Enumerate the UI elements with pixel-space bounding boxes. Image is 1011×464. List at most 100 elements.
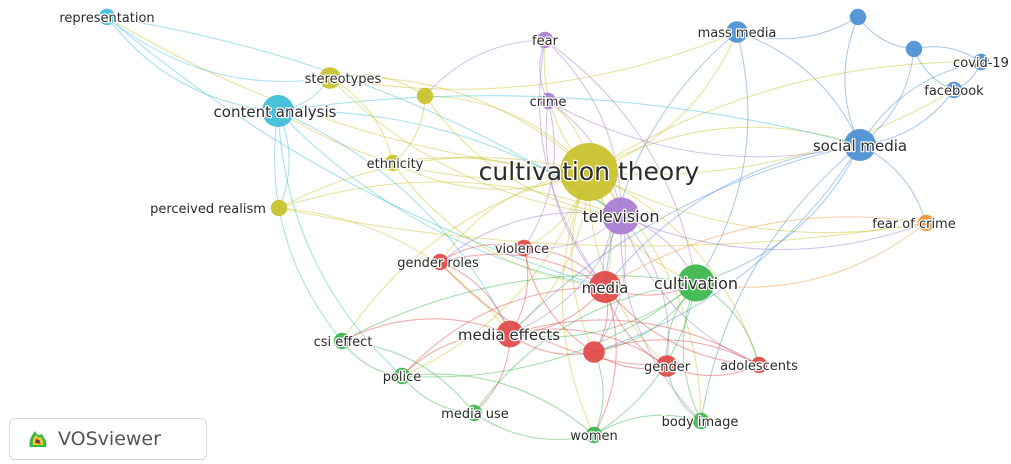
node-media-effects[interactable] <box>496 320 524 348</box>
label-fear-of-crime[interactable]: fear of crime <box>871 216 957 234</box>
node-police[interactable] <box>393 367 411 385</box>
node-gender-roles[interactable] <box>431 253 449 271</box>
link-perceived-realism-media-effects <box>278 207 511 335</box>
label-body-image[interactable]: body image <box>660 414 739 432</box>
link-media-adolescents <box>604 286 760 366</box>
node-gender[interactable] <box>656 355 678 377</box>
label-police[interactable]: police <box>381 369 422 387</box>
link-content-analysis-media-effects <box>277 110 511 335</box>
node-adolescents[interactable] <box>750 356 768 374</box>
node-csi-effect[interactable] <box>333 332 351 350</box>
label-television[interactable]: television <box>581 206 661 228</box>
link-women-n-red-1 <box>593 351 604 436</box>
link-fear-of-crime-media <box>604 216 927 288</box>
node-representation[interactable] <box>98 8 116 26</box>
link-cultivation-theory-perceived-realism <box>278 156 590 209</box>
label-gender-roles[interactable]: gender roles <box>396 255 480 273</box>
link-fear-media <box>539 39 606 288</box>
node-perceived-realism[interactable] <box>270 199 288 217</box>
link-violence-gender-roles <box>439 243 525 263</box>
link-social-media-cultivation <box>695 144 861 284</box>
node-body-image[interactable] <box>692 412 710 430</box>
link-n-yellow-1-ethnicity <box>392 95 426 164</box>
label-csi-effect[interactable]: csi effect <box>312 334 373 352</box>
link-crime-violence <box>523 100 555 249</box>
label-media-use[interactable]: media use <box>440 406 510 424</box>
label-crime[interactable]: crime <box>528 94 567 112</box>
edges-layer <box>106 16 982 440</box>
link-crime-media <box>545 100 606 288</box>
node-n-yellow-1[interactable] <box>416 87 434 105</box>
link-cultivation-police <box>401 282 697 378</box>
vosviewer-logo-icon <box>29 431 47 447</box>
label-women[interactable]: women <box>569 428 619 446</box>
link-social-media-covid-19 <box>859 61 982 146</box>
link-perceived-realism-fear-of-crime <box>278 207 927 247</box>
link-social-media-n-blue-1 <box>844 16 861 146</box>
labels-layer: cultivation theory content analysis repres… <box>58 10 1010 446</box>
label-mass-media[interactable]: mass media <box>696 25 777 43</box>
link-television-gender <box>620 215 670 367</box>
label-facebook[interactable]: facebook <box>923 83 985 101</box>
link-crime-social-media <box>547 100 861 158</box>
link-representation-television <box>106 16 622 217</box>
link-television-gender-roles <box>439 211 622 263</box>
label-content-analysis[interactable]: content analysis <box>212 102 338 123</box>
node-mass-media[interactable] <box>726 21 748 43</box>
link-media-effects-csi-effect <box>341 318 511 342</box>
node-television[interactable] <box>602 197 640 235</box>
label-adolescents[interactable]: adolescents <box>719 358 800 376</box>
label-media[interactable]: media <box>580 278 629 299</box>
link-content-analysis-representation <box>106 16 279 112</box>
label-stereotypes[interactable]: stereotypes <box>303 71 382 89</box>
node-n-red-1[interactable] <box>583 341 605 363</box>
link-mass-media-cultivation <box>695 31 749 284</box>
node-covid-19[interactable] <box>972 53 990 71</box>
link-fear-cultivation <box>544 39 697 284</box>
label-cultivation-theory[interactable]: cultivation theory <box>477 156 700 188</box>
link-social-media-body-image <box>700 144 861 422</box>
vosviewer-badge[interactable]: VOSviewer <box>9 418 207 460</box>
link-television-fear-of-crime <box>620 215 927 251</box>
node-media[interactable] <box>589 271 621 303</box>
link-representation-stereotypes <box>106 16 331 83</box>
label-violence[interactable]: violence <box>494 241 551 259</box>
link-police-women <box>401 373 595 436</box>
node-crime[interactable] <box>539 92 557 110</box>
node-facebook[interactable] <box>945 81 963 99</box>
label-gender[interactable]: gender <box>643 359 692 377</box>
link-cultivation-theory-facebook <box>588 89 955 176</box>
link-social-media-n-blue-2 <box>859 48 915 146</box>
node-media-use[interactable] <box>465 404 483 422</box>
label-fear[interactable]: fear <box>531 33 560 51</box>
node-women[interactable] <box>585 426 603 444</box>
link-cultivation-theory-mass-media <box>588 31 738 173</box>
link-gender-roles-media <box>439 253 606 288</box>
node-fear-of-crime[interactable] <box>917 214 935 232</box>
label-representation[interactable]: representation <box>58 10 156 28</box>
label-media-effects[interactable]: media effects <box>457 325 562 346</box>
link-mass-media-media <box>604 31 738 288</box>
label-social-media[interactable]: social media <box>812 136 909 157</box>
node-fear[interactable] <box>536 31 554 49</box>
node-content-analysis[interactable] <box>262 95 294 127</box>
node-n-blue-1[interactable] <box>849 8 867 26</box>
node-cultivation[interactable] <box>677 264 715 302</box>
link-media-effects-adolescents <box>509 319 760 366</box>
label-covid-19[interactable]: covid-19 <box>952 55 1010 73</box>
link-cultivation-csi-effect <box>341 274 697 342</box>
link-content-analysis-social-media <box>277 95 861 146</box>
label-ethnicity[interactable]: ethnicity <box>365 156 425 174</box>
label-perceived-realism[interactable]: perceived realism <box>149 201 267 219</box>
node-n-blue-2[interactable] <box>905 40 923 58</box>
node-cultivation-theory[interactable] <box>560 143 618 201</box>
link-csi-effect-media-use <box>341 340 475 414</box>
link-stereotypes-ethnicity <box>329 77 394 164</box>
label-cultivation[interactable]: cultivation <box>653 273 740 295</box>
node-stereotypes[interactable] <box>319 67 341 89</box>
node-ethnicity[interactable] <box>384 154 402 172</box>
link-stereotypes-n-yellow-1 <box>329 74 426 97</box>
node-violence[interactable] <box>515 239 533 257</box>
node-social-media[interactable] <box>844 129 876 161</box>
